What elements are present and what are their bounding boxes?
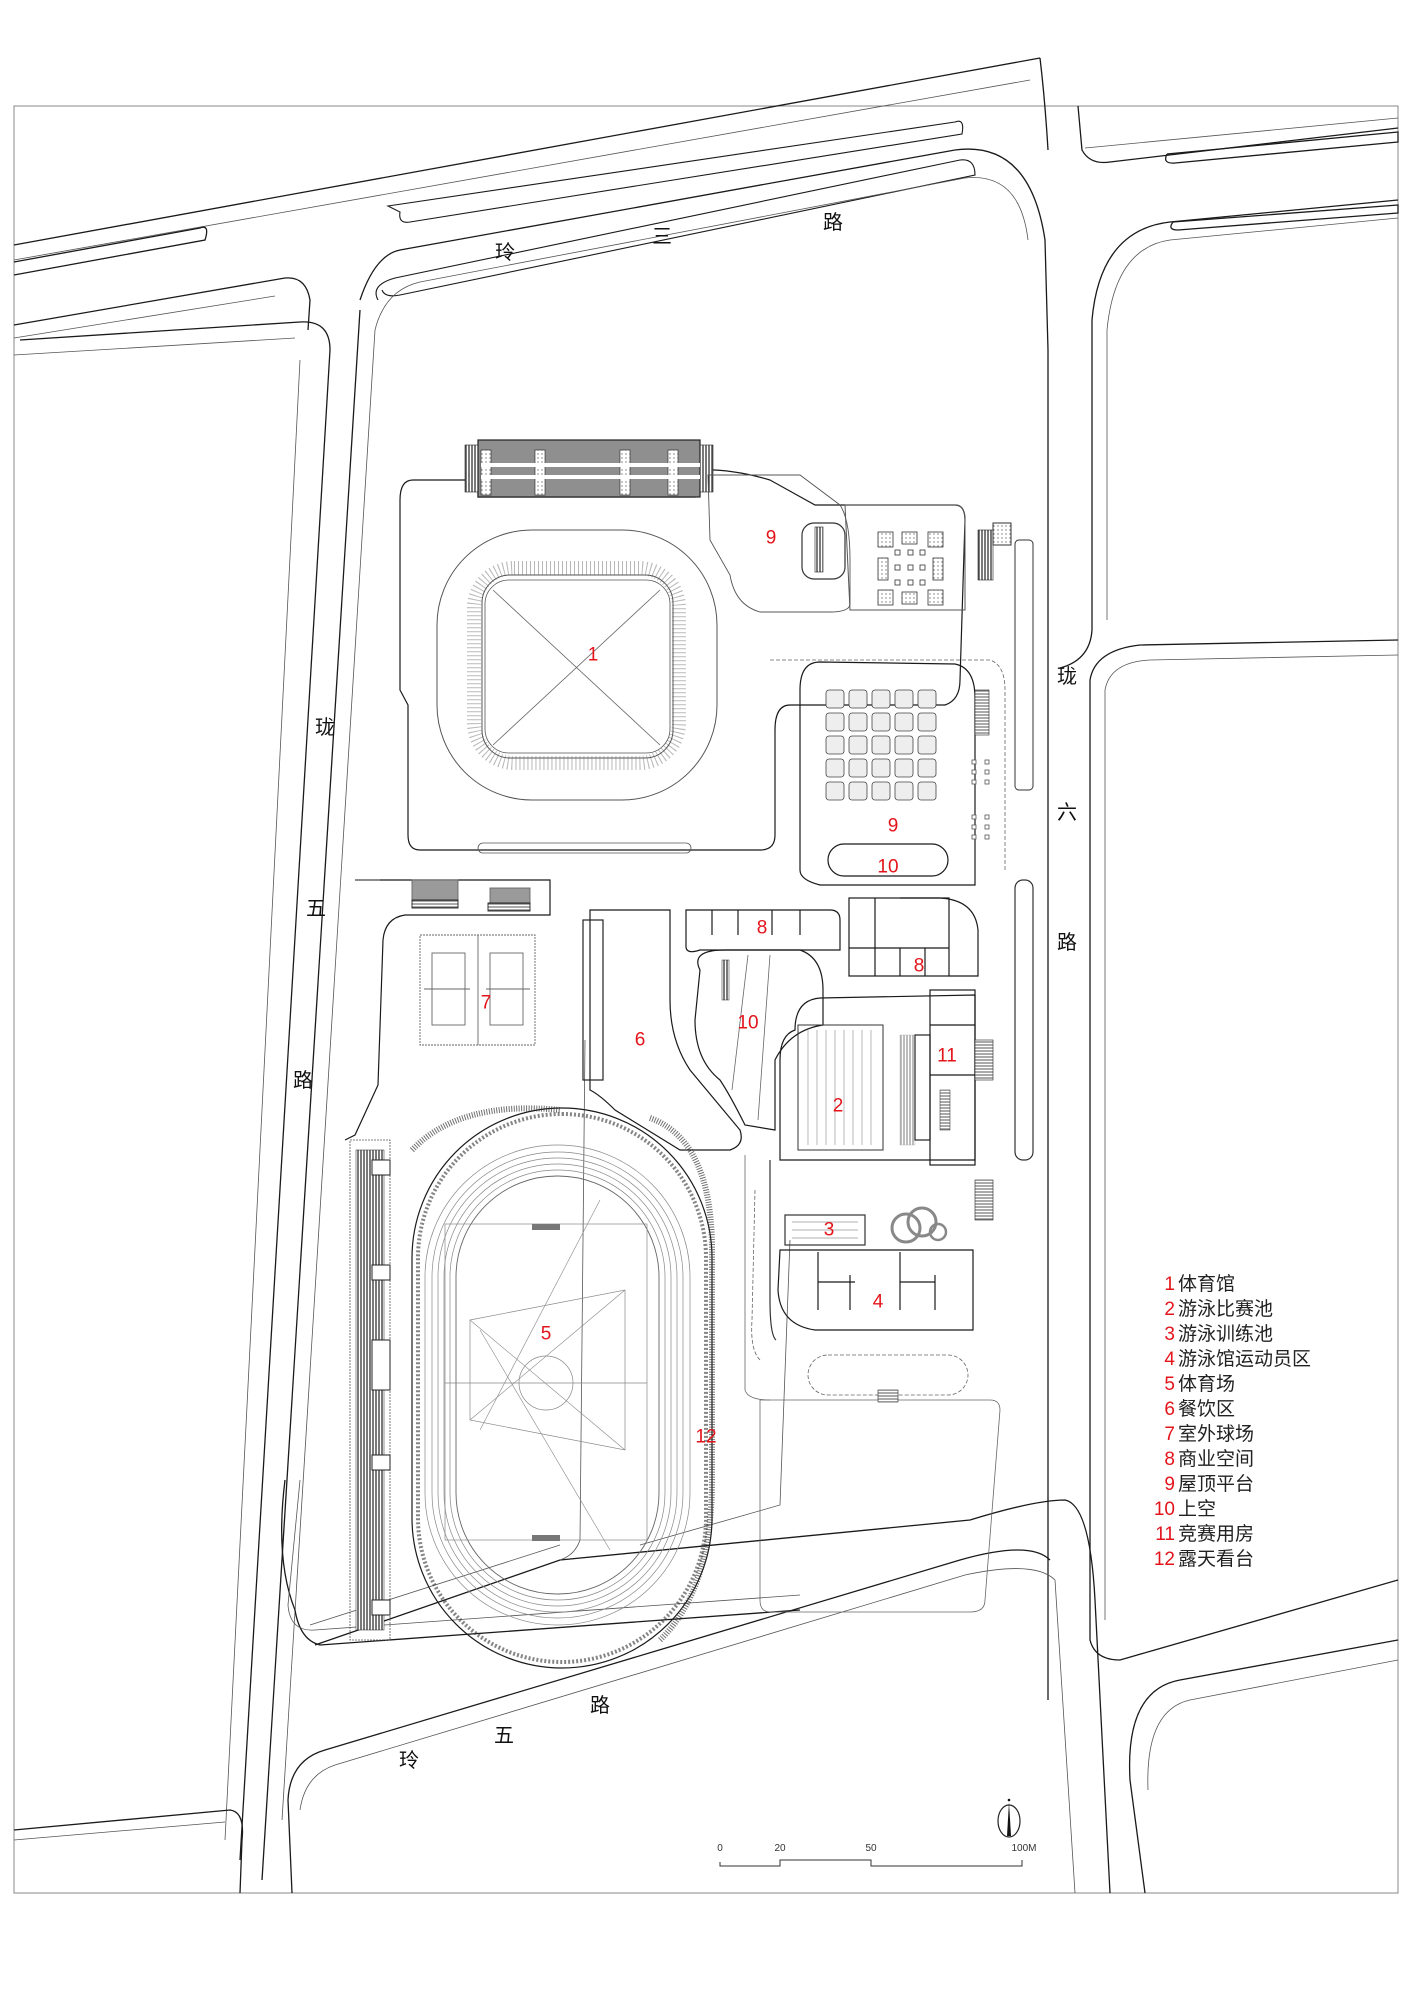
zone-label-2: 2 xyxy=(832,1095,844,1117)
zone-label-12: 12 xyxy=(695,1426,717,1448)
road-label-north-char-2: 三 xyxy=(652,224,672,248)
zone-label-7: 7 xyxy=(480,992,492,1014)
road-label-south-char-1: 玲 xyxy=(399,1748,419,1772)
road-label-south-char-2: 五 xyxy=(494,1723,514,1747)
scale-tick-100m: 100M xyxy=(1011,1843,1037,1854)
road-label-north-char-1: 玲 xyxy=(495,240,515,264)
road-label-east-char-2: 六 xyxy=(1057,800,1077,824)
zone-label-9-upper: 9 xyxy=(765,527,777,549)
roof-terrace-north xyxy=(844,504,1034,791)
scale-tick-20: 20 xyxy=(774,1843,786,1854)
natatorium-complex xyxy=(582,897,1001,1613)
zone-label-5: 5 xyxy=(540,1323,552,1345)
road-label-west-char-3: 路 xyxy=(293,1068,313,1092)
stadium xyxy=(349,1105,715,1669)
gymnasium-building xyxy=(399,439,966,854)
zone-label-6: 6 xyxy=(634,1029,646,1051)
north-arrow-icon xyxy=(997,1798,1021,1838)
zone-label-8-right: 8 xyxy=(913,955,925,977)
road-label-south-char-3: 路 xyxy=(590,1693,610,1717)
zone-label-4: 4 xyxy=(872,1291,884,1313)
zone-label-1: 1 xyxy=(587,644,599,666)
road-label-west-char-2: 五 xyxy=(306,896,326,920)
scale-tick-0: 0 xyxy=(717,1843,723,1854)
road-label-east-char-1: 珑 xyxy=(1057,664,1077,688)
zone-label-10-lower: 10 xyxy=(737,1012,759,1034)
road-network xyxy=(13,57,1399,1894)
zone-label-8-left: 8 xyxy=(756,917,768,939)
zone-label-10-upper: 10 xyxy=(877,856,899,878)
zone-label-9-lower: 9 xyxy=(887,815,899,837)
zone-label-3: 3 xyxy=(823,1219,835,1241)
drawing-frame xyxy=(13,105,1399,1894)
road-label-east-char-3: 路 xyxy=(1057,930,1077,954)
road-label-west-char-1: 珑 xyxy=(315,715,335,739)
zone-label-11: 11 xyxy=(937,1045,957,1067)
scale-bar xyxy=(719,1859,1023,1867)
outdoor-courts xyxy=(344,879,551,1141)
roof-terrace-central xyxy=(770,659,1034,1161)
scale-tick-50: 50 xyxy=(865,1843,877,1854)
road-label-north-char-3: 路 xyxy=(823,210,843,234)
